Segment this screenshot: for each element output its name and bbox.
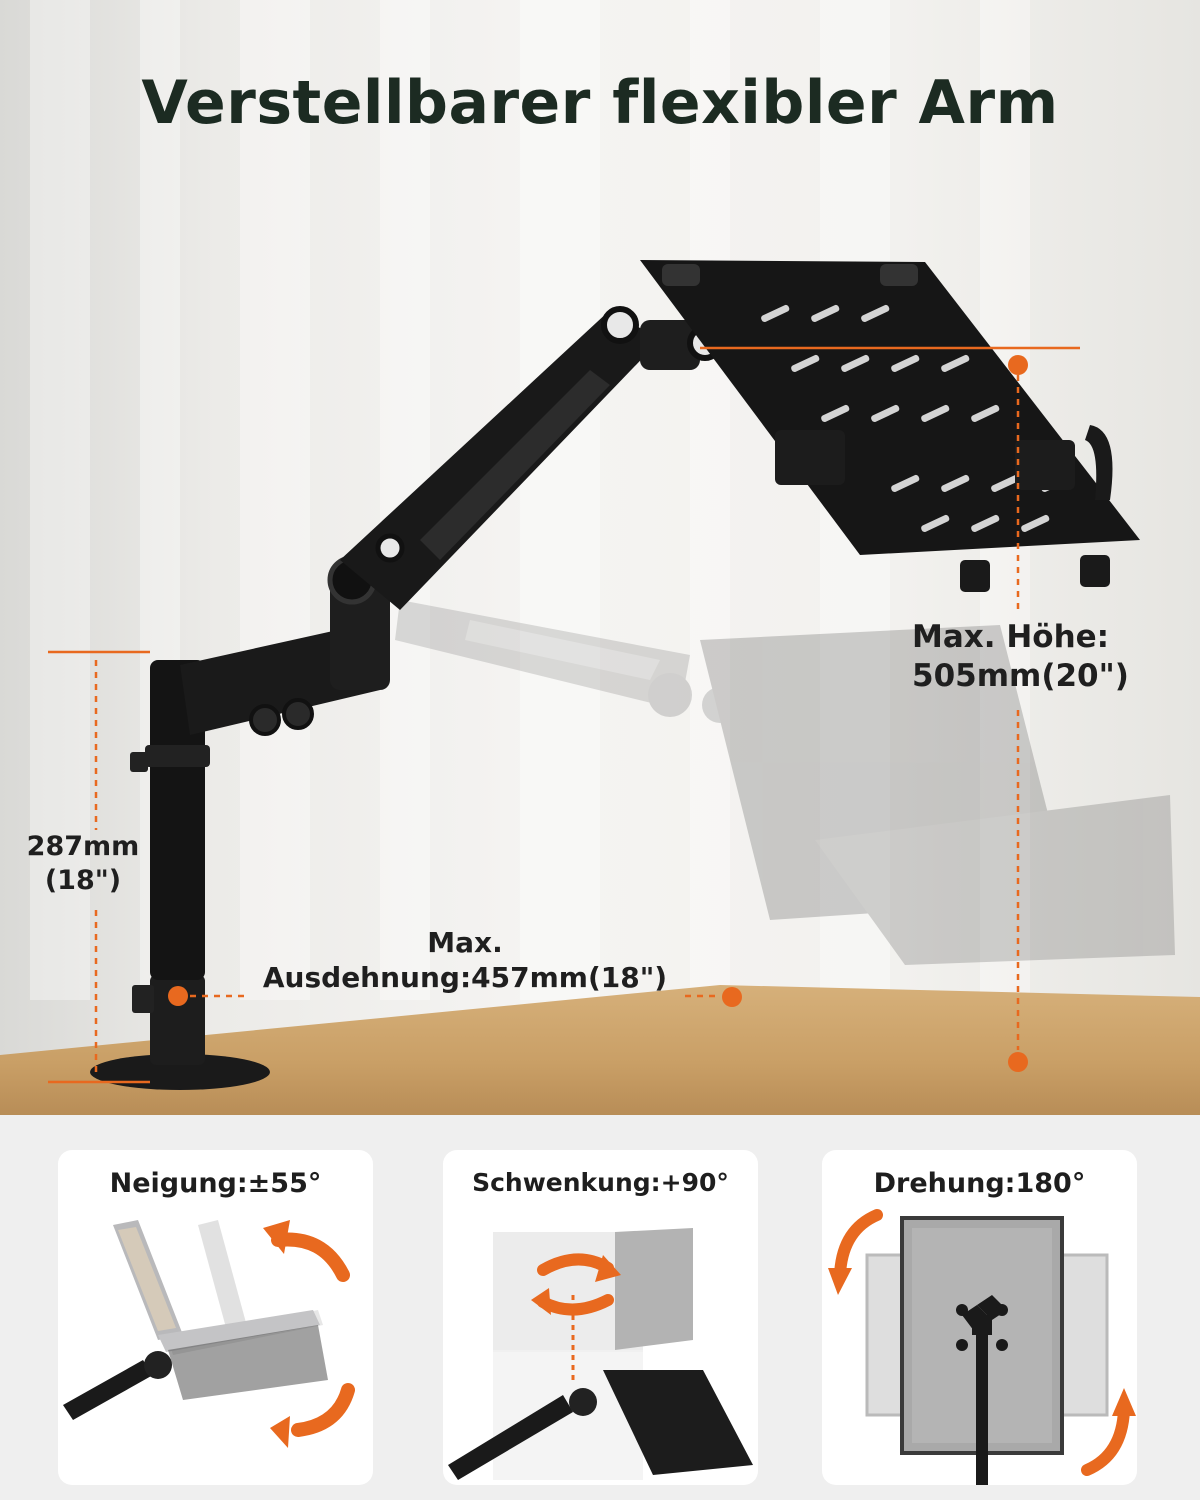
upper-arm-segment [340,306,723,610]
feature-label-rotation: Drehung:180° [873,1168,1086,1199]
base-height-value: 287mm [26,831,140,862]
page-title: Verstellbarer flexibler Arm [141,68,1059,138]
curtain-fold [30,0,90,1000]
rotation-illustration [828,1209,1136,1485]
hero-section [0,0,1200,1115]
feature-label-swivel: Schwenkung:+90° [472,1168,729,1197]
extension-value: Ausdehnung:457mm(18") [262,961,668,994]
curtain-fold [240,0,310,1000]
arrow-tilt-down-icon [291,1383,355,1437]
vesa-plate-icon [956,1295,1008,1351]
tilt-illustration [63,1220,355,1448]
max-height-prefix: Max. Höhe: [912,619,1110,655]
arrow-rotate-left-icon [834,1209,883,1281]
tray-silhouette [603,1370,753,1475]
dimension-guides [48,346,1080,1084]
feature-card-swivel: Schwenkung:+90° [443,1150,758,1485]
arm-silhouette [63,1360,153,1420]
swivel-illustration [448,1228,753,1480]
feature-card-rotation: Drehung:180° [822,1150,1137,1485]
pole-silhouette [976,1335,988,1485]
curtain-fold [690,0,730,1000]
extension-label: Max. Ausdehnung:457mm(18") [240,925,690,995]
lower-arm-segment [180,555,390,736]
arrow-tilt-up-icon [271,1232,350,1282]
dimension-markers [168,355,1028,1072]
laptop-base [158,1310,320,1352]
arm-silhouette [448,1395,573,1480]
ghost-arm-lower-position [395,600,1175,965]
arrow-rotate-right-icon [1081,1404,1130,1476]
extension-prefix: Max. [427,926,503,959]
mount-pole [90,660,270,1090]
curtain-fold [520,0,600,1000]
max-height-value: 505mm(20") [912,657,1129,694]
base-height-inches: (18") [44,864,122,896]
max-height-label: Max. Höhe: 505mm(20") [912,618,1129,696]
base-height-label: 287mm (18") [18,830,148,898]
monitor-arm-illustration [48,260,1175,1090]
laptop-tray [640,260,1140,592]
laptop-side-view [615,1228,693,1350]
feature-card-tilt: Neigung:±55° [58,1150,373,1485]
feature-label-tilt: Neigung:±55° [109,1168,322,1199]
